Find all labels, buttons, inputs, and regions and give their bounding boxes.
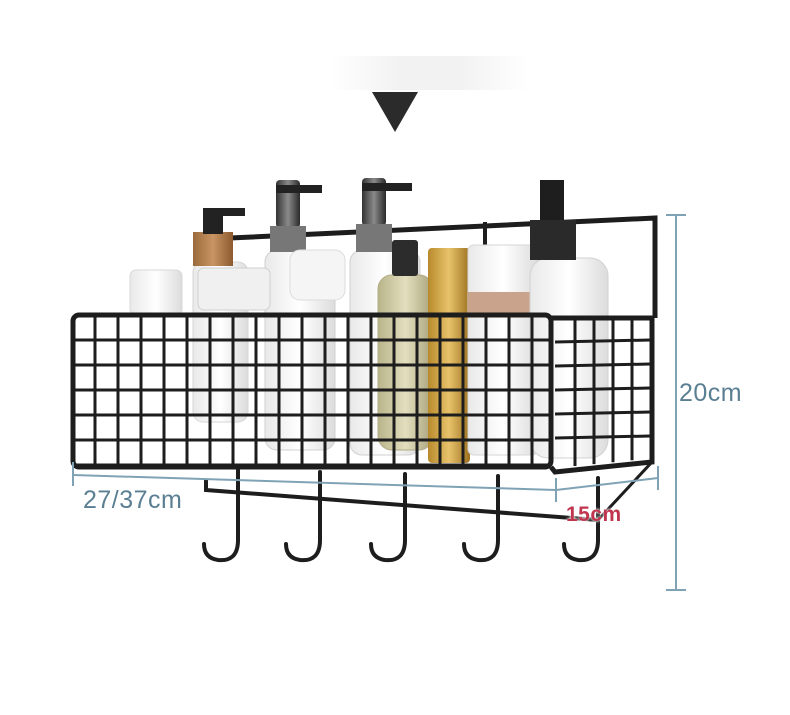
side-wire-horizontal (554, 338, 651, 344)
dimension-lines (72, 214, 686, 591)
depth-dimension-label: 15cm (566, 503, 622, 526)
hooks (202, 468, 600, 563)
hook (562, 476, 600, 563)
side-wire-horizontal (554, 362, 651, 368)
hook (284, 470, 322, 563)
faint-caption-band (330, 56, 530, 90)
hook (202, 468, 240, 563)
hook (369, 472, 407, 563)
hook (462, 474, 500, 563)
width-dimension-label: 27/37cm (83, 486, 183, 514)
side-wire-horizontal (554, 410, 651, 416)
toiletry-bottles (129, 178, 609, 463)
wire-basket-front (70, 312, 554, 470)
side-wire-horizontal (554, 434, 651, 440)
side-wire-horizontal (554, 386, 651, 392)
height-dimension-label: 20cm (679, 379, 743, 407)
down-arrow-icon (372, 92, 418, 132)
wire-basket-side (549, 315, 655, 475)
